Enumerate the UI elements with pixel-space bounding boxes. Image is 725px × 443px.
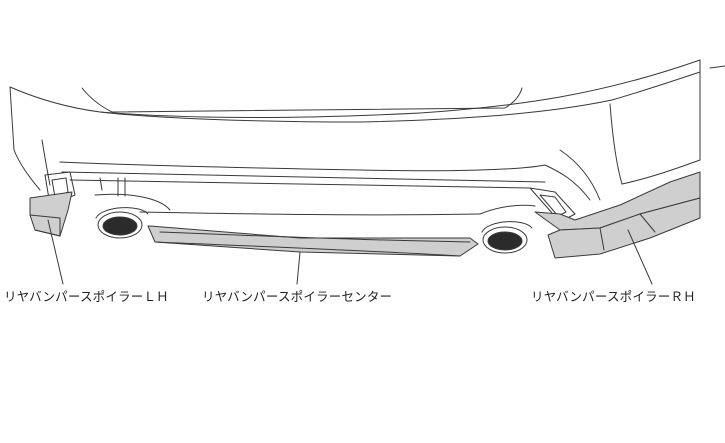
spoiler-rh-part: [534, 171, 701, 259]
leader-lines: [47, 219, 653, 285]
label-rear-spoiler-rh: リヤバンパースポイラーＲＨ: [531, 289, 696, 304]
leader-line-rh: [627, 229, 653, 285]
spoiler-lh-part: [29, 191, 73, 237]
label-rear-spoiler-lh: リヤバンパースポイラーＬＨ: [4, 289, 169, 304]
label-rear-spoiler-center: リヤバンパースポイラーセンター: [202, 289, 393, 304]
car-body: [9, 59, 725, 223]
exhaust-pipes: [95, 207, 533, 254]
leader-line-center: [296, 251, 301, 285]
spoiler-center-part: [147, 225, 479, 257]
leader-line-lh: [47, 219, 64, 285]
